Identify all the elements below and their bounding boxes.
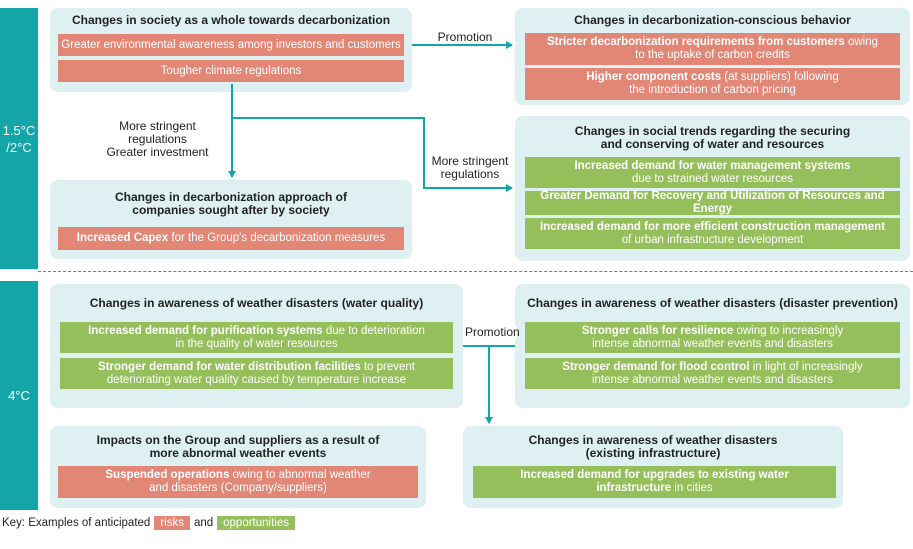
opportunity-item: Stronger calls for resilience owing to i… bbox=[525, 322, 900, 353]
opportunity-item-bold: Increased demand for more efficient cons… bbox=[539, 220, 886, 233]
key-prefix: Key: Examples of anticipated bbox=[2, 517, 151, 529]
key-and: and bbox=[193, 517, 214, 529]
scenario-label-1-5-2c: 1.5°C /2°C bbox=[0, 8, 38, 269]
opportunity-item-bold: Increased demand for water management sy… bbox=[574, 159, 851, 172]
panel-existing-infrastructure: Changes in awareness of weather disaster… bbox=[463, 426, 843, 508]
opportunity-item-bold: Increased demand for purification system… bbox=[88, 324, 323, 337]
panel-decarbonization-approach: Changes in decarbonization approach of c… bbox=[50, 180, 412, 259]
risk-item-bold: Increased Capex bbox=[76, 232, 169, 244]
risk-item-text: Tougher climate regulations bbox=[160, 64, 302, 77]
panel-society-decarbonization: Changes in society as a whole towards de… bbox=[50, 8, 412, 92]
opportunity-item: Greater Demand for Recovery and Utilizat… bbox=[525, 190, 900, 215]
opportunity-item: Increased demand for upgrades to existin… bbox=[473, 466, 836, 498]
risk-item-text: for the Group's decarbonization measures bbox=[168, 232, 386, 244]
legend-key: Key: Examples of anticipated risks and o… bbox=[2, 516, 295, 530]
label-stringent-regulations: More stringent regulations bbox=[431, 154, 509, 181]
opportunity-item-text: due to strained water resources bbox=[631, 172, 794, 185]
opportunity-item: Stronger demand for water distribution f… bbox=[60, 358, 453, 389]
risk-item-bold: Suspended operations bbox=[105, 469, 230, 481]
panel-weather-water-quality: Changes in awareness of weather disaster… bbox=[50, 284, 463, 408]
opportunity-item-bold: Increased demand for upgrades to existin… bbox=[520, 469, 789, 494]
panel-title: Impacts on the Group and suppliers as a … bbox=[96, 433, 380, 460]
panel-title: Changes in social trends regarding the s… bbox=[574, 124, 851, 151]
label-stringent-greater-investment: More stringent regulations Greater inves… bbox=[90, 120, 225, 159]
panel-title: Changes in awareness of weather disaster… bbox=[528, 433, 778, 460]
opportunity-item: Increased demand for water management sy… bbox=[525, 157, 900, 188]
opportunity-item-bold: Stronger calls for resilience bbox=[581, 324, 734, 337]
risk-item-text: Greater environmental awareness among in… bbox=[61, 38, 401, 51]
key-risks-chip: risks bbox=[154, 516, 190, 530]
panel-title: Changes in awareness of weather disaster… bbox=[89, 296, 424, 310]
opportunity-item-bold: Greater Demand for Recovery and Utilizat… bbox=[540, 190, 885, 215]
risk-item-bold: Stricter decarbonization requirements fr… bbox=[546, 36, 845, 48]
risk-item: Greater environmental awareness among in… bbox=[58, 34, 404, 56]
panel-title: Changes in awareness of weather disaster… bbox=[527, 296, 898, 310]
opportunity-item-text: in light of increasingly intense abnorma… bbox=[591, 360, 863, 386]
opportunity-item-text: to prevent deteriorating water quality c… bbox=[106, 360, 415, 386]
panel-decarbonization-behavior: Changes in decarbonization-conscious beh… bbox=[515, 8, 910, 105]
risk-item: Suspended operations owing to abnormal w… bbox=[58, 466, 418, 498]
panel-weather-disaster-prevention: Changes in awareness of weather disaster… bbox=[515, 284, 910, 408]
panel-title: Changes in decarbonization-conscious beh… bbox=[574, 13, 851, 27]
opportunity-item-text: in cities bbox=[671, 482, 713, 494]
risk-item: Stricter decarbonization requirements fr… bbox=[525, 33, 900, 65]
opportunity-item-bold: Stronger demand for water distribution f… bbox=[98, 360, 361, 373]
scenario-label-4c: 4°C bbox=[0, 281, 38, 510]
risk-item-text: owing to the uptake of carbon credits bbox=[635, 36, 879, 61]
risk-item: Increased Capex for the Group's decarbon… bbox=[58, 227, 404, 250]
risk-item-text: owing to abnormal weather and disasters … bbox=[149, 469, 371, 494]
opportunity-item-text: of urban infrastructure development bbox=[621, 233, 804, 246]
opportunity-item-text: due to deterioration in the quality of w… bbox=[175, 324, 425, 350]
opportunity-item: Stronger demand for flood control in lig… bbox=[525, 358, 900, 389]
label-promotion-top: Promotion bbox=[437, 30, 493, 44]
panel-title: Changes in society as a whole towards de… bbox=[71, 13, 391, 27]
risk-item-text: (at suppliers) following the introductio… bbox=[629, 71, 839, 96]
panel-group-supplier-impacts: Impacts on the Group and suppliers as a … bbox=[50, 426, 426, 508]
key-opportunities-chip: opportunities bbox=[217, 516, 295, 530]
opportunity-item: Increased demand for more efficient cons… bbox=[525, 218, 900, 249]
risk-item: Higher component costs (at suppliers) fo… bbox=[525, 68, 900, 100]
opportunity-item-bold: Stronger demand for flood control bbox=[562, 360, 750, 373]
opportunity-item: Increased demand for purification system… bbox=[60, 322, 453, 353]
scenario-divider bbox=[38, 271, 913, 272]
arrow-to-water-resources bbox=[231, 84, 513, 192]
risk-item-bold: Higher component costs bbox=[586, 71, 722, 83]
panel-water-resources-trends: Changes in social trends regarding the s… bbox=[515, 116, 910, 261]
risk-item: Tougher climate regulations bbox=[58, 60, 404, 82]
label-promotion-bottom: Promotion bbox=[465, 325, 520, 339]
panel-title: Changes in decarbonization approach of c… bbox=[114, 190, 348, 217]
opportunity-item-text: owing to increasingly intense abnormal w… bbox=[591, 324, 844, 350]
